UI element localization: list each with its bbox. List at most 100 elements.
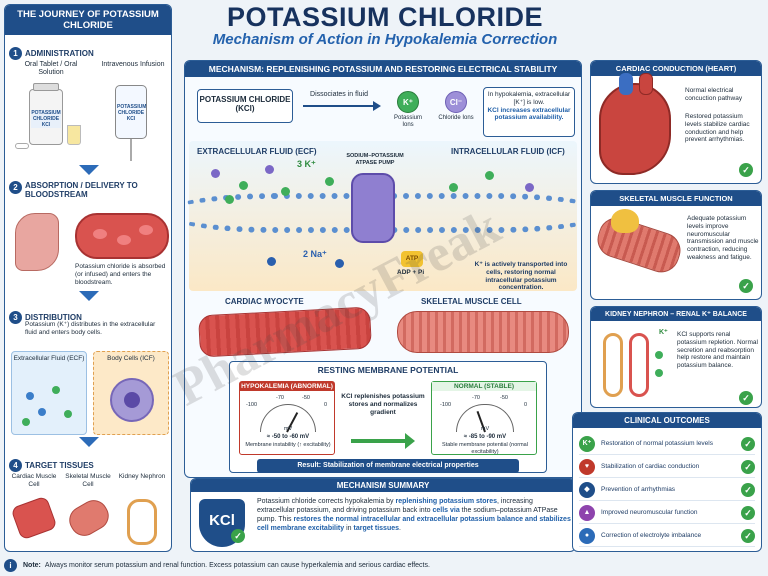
cardiac-cell-icon <box>10 495 58 541</box>
arrowhead-icon <box>405 433 415 449</box>
outcome-icon: ● <box>579 527 595 544</box>
normal-range: ≈ -85 to -90 mV <box>463 434 507 440</box>
outcome-label: Correction of electrolyte imbalance <box>601 531 702 539</box>
capillary-icon <box>629 333 649 397</box>
pump-label: SODIUM–POTASSIUM ATPASE PUMP <box>346 153 404 166</box>
normal-gauge-label: NORMAL <box>453 383 483 390</box>
outcome-row: ♥Stabilization of cardiac conduction✓ <box>579 456 755 478</box>
tick-label: -70 <box>276 395 284 401</box>
bottle-label: POTASSIUM CHLORIDE KCl <box>31 110 61 128</box>
na2-label: 2 Na⁺ <box>303 249 327 259</box>
skeletal-cell-heading: SKELETAL MUSCLE CELL <box>421 297 522 306</box>
cl-ion-label: Chloride Ions <box>438 115 474 121</box>
bottle-icon: POTASSIUM CHLORIDE KCl <box>29 83 63 145</box>
arrow-down-icon <box>79 437 99 447</box>
blood-vessel-icon <box>75 213 169 259</box>
oral-label: Oral Tablet / Oral Solution <box>24 61 78 77</box>
rmp-middle-text: KCl replenishes potassium stores and nor… <box>341 393 425 416</box>
check-icon: ✓ <box>739 163 753 177</box>
step-title: ABSORPTION / DELIVERY TO BLOODSTREAM <box>25 181 138 199</box>
shield-check-icon: ✓ <box>231 529 245 543</box>
footer: i Note: Always monitor serum potassium a… <box>4 557 764 573</box>
arrowhead-icon <box>373 101 381 111</box>
outcome-label: Restoration of normal potassium levels <box>601 439 713 447</box>
tick-label: 0 <box>524 402 528 408</box>
normal-desc: Stable membrane potential (normal excita… <box>442 442 528 455</box>
tick-label: -100 <box>246 402 258 408</box>
k3-label: 3 K⁺ <box>297 159 316 169</box>
check-icon: ✓ <box>741 505 755 520</box>
footer-text: Always monitor serum potassium and renal… <box>44 561 430 569</box>
hypo-note-2: KCl increases extracellular potassium av… <box>487 106 571 122</box>
iv-bag-icon: POTASSIUM CHLORIDE KCl <box>115 85 147 139</box>
target-skeletal-label: Skeletal Muscle Cell <box>65 473 111 488</box>
tick-label: -70 <box>472 395 480 401</box>
kidney-panel: KIDNEY NEPHRON – RENAL K⁺ BALANCE K⁺ KCl… <box>590 306 762 408</box>
atp-icon: ATP <box>401 251 423 267</box>
page-title: POTASSIUM CHLORIDE <box>226 2 543 32</box>
check-icon: ✓ <box>741 436 755 451</box>
outcome-row: K⁺ Restoration of normal potassium levels… <box>579 433 755 455</box>
skeletal-header: SKELETAL MUSCLE FUNCTION <box>591 191 761 206</box>
k-ion-label: Potassium Ions <box>393 115 422 129</box>
step-number: 1 <box>9 47 22 60</box>
distribution-text: Potassium (K⁺) distributes in the extrac… <box>25 321 156 336</box>
outcome-row: ▲Improved neuromuscular function✓ <box>579 502 755 524</box>
hypo-note-1: In hypokalemia, extracellular [K⁺] is lo… <box>487 91 571 106</box>
hypo-range: ≈ -50 to -60 mV <box>266 434 310 440</box>
gauge-unit: mV <box>480 426 490 432</box>
cardiac-myocyte-heading: CARDIAC MYOCYTE <box>225 297 304 306</box>
hypo-gauge-label: HYPOKALEMIA (ABNORMAL) <box>240 382 334 391</box>
outcome-label: Stabilization of cardiac conduction <box>601 462 700 470</box>
tick-label: -50 <box>500 395 508 401</box>
step-title: TARGET TISSUES <box>25 461 94 470</box>
tick-label: -50 <box>302 395 310 401</box>
pump-icon <box>351 173 395 243</box>
nephron-icon <box>127 499 157 545</box>
cardiac-text: Restored potassium levels stabilize card… <box>685 113 750 144</box>
normal-gauge-tag: (STABLE) <box>484 383 515 390</box>
arrow-right-icon <box>351 439 407 443</box>
journey-title: THE JOURNEY OF POTASSIUM CHLORIDE <box>5 5 171 35</box>
muscle-fiber-icon <box>592 213 686 277</box>
tablet-icon <box>15 143 29 149</box>
info-icon: i <box>4 558 17 572</box>
cardiac-header: CARDIAC CONDUCTION (HEART) <box>591 61 761 76</box>
check-icon: ✓ <box>741 459 755 474</box>
hypo-gauge: HYPOKALEMIA (ABNORMAL) -100 -70 -50 0 mV… <box>239 381 335 455</box>
page-subtitle: Mechanism of Action in Hypokalemia Corre… <box>212 31 558 48</box>
skeletal-cell-icon <box>397 311 569 353</box>
icf-box: Body Cells (ICF) <box>93 351 169 435</box>
step-title: ADMINISTRATION <box>25 49 94 58</box>
title-area: POTASSIUM CHLORIDE Mechanism of Action i… <box>180 2 590 48</box>
summary-header: MECHANISM SUMMARY <box>191 479 575 492</box>
arrow-down-icon <box>79 165 99 175</box>
footer-label: Note: <box>23 561 41 569</box>
step-number: 2 <box>9 181 22 194</box>
stomach-icon <box>15 213 59 271</box>
iv-tube-icon <box>130 139 132 161</box>
cardiac-pathway: Normal electrical concuction pathway <box>685 87 743 102</box>
mechanism-panel: MECHANISM: REPLENISHING POTASSIUM AND RE… <box>184 60 582 478</box>
step-number: 3 <box>9 311 22 324</box>
outcome-row: ●Correction of electrolyte imbalance✓ <box>579 525 755 547</box>
outcome-icon: K⁺ <box>579 435 595 452</box>
skeletal-cell-icon <box>64 495 114 541</box>
step-number: 4 <box>9 459 22 472</box>
outcome-label: Prevention of arrhythmias <box>601 485 676 493</box>
tick-label: -100 <box>440 402 452 408</box>
cardiac-myocyte-icon <box>198 306 372 358</box>
dissociates-label: Dissociates in fluid <box>310 91 368 98</box>
check-icon: ✓ <box>739 279 753 293</box>
hypo-note-box: In hypokalemia, extracellular [K⁺] is lo… <box>483 87 575 137</box>
ecf-heading: EXTRACELLULAR FLUID (ECF) <box>197 147 317 156</box>
check-icon: ✓ <box>739 391 753 405</box>
kidney-text: KCl supports renal potassium repletion. … <box>677 331 758 370</box>
hypo-desc: Membrane instability (↑ excitability) <box>245 442 331 448</box>
bag-label: POTASSIUM CHLORIDE KCl <box>117 104 147 122</box>
outcome-icon: ▲ <box>579 504 595 521</box>
